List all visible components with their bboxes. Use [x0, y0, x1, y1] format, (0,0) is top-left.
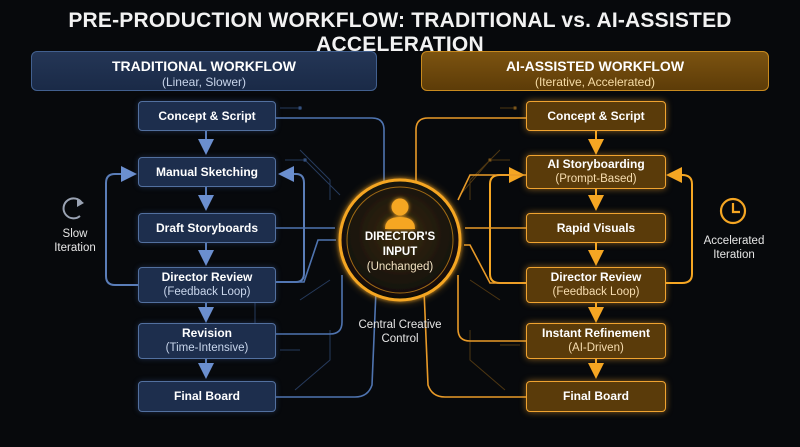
page-title: PRE-PRODUCTION WORKFLOW: TRADITIONAL vs.…	[68, 9, 732, 56]
ai-header: AI-ASSISTED WORKFLOW (Iterative, Acceler…	[421, 51, 769, 91]
director-hub	[338, 178, 462, 302]
director-hub-inner-ring	[346, 186, 454, 294]
slow-iteration-line2: Iteration	[54, 242, 96, 254]
ai-step-director-review: Director Review (Feedback Loop)	[526, 267, 666, 303]
clock-icon	[719, 197, 747, 225]
traditional-hub-connectors	[276, 117, 385, 398]
slow-iteration-label: Slow Iteration	[40, 227, 110, 255]
trad-step-draft-storyboards: Draft Storyboards	[138, 213, 276, 243]
ai-step-label: Director Review	[550, 270, 642, 284]
ai-step-sublabel: (Prompt-Based)	[555, 173, 637, 185]
trad-step-concept-script: Concept & Script	[138, 101, 276, 131]
trad-step-label: Revision	[181, 326, 232, 340]
accelerated-iteration-label: Accelerated Iteration	[696, 234, 772, 262]
slow-iteration-line1: Slow	[62, 228, 88, 240]
ai-hub-connectors	[415, 117, 526, 398]
person-icon	[385, 198, 415, 229]
ai-step-ai-storyboarding: AI Storyboarding (Prompt-Based)	[526, 155, 666, 189]
trad-step-label: Director Review	[161, 270, 253, 284]
ai-step-rapid-visuals: Rapid Visuals	[526, 213, 666, 243]
trad-step-final-board: Final Board	[138, 381, 276, 412]
ai-step-label: Concept & Script	[547, 108, 645, 123]
trad-step-label: Final Board	[173, 389, 240, 403]
accelerated-iteration-line1: Accelerated	[703, 235, 765, 247]
ai-step-label: Instant Refinement	[541, 326, 650, 340]
trad-step-revision: Revision (Time-Intensive)	[138, 323, 276, 359]
trad-step-label: Manual Sketching	[155, 164, 259, 179]
trad-step-manual-sketching: Manual Sketching	[138, 157, 276, 187]
traditional-subtitle: (Linear, Slower)	[161, 75, 247, 89]
director-input-line1: DIRECTOR'S	[364, 231, 436, 243]
central-control-line1: Central Creative	[358, 319, 442, 331]
trad-step-sublabel: (Feedback Loop)	[163, 286, 251, 298]
ai-step-label: Rapid Visuals	[556, 220, 636, 235]
traditional-title: TRADITIONAL WORKFLOW	[111, 58, 297, 74]
circuit-traces-left	[254, 106, 341, 391]
ai-step-label: Final Board	[562, 389, 629, 403]
circuit-traces-right	[459, 106, 520, 391]
director-input-note: (Unchanged)	[366, 261, 434, 273]
central-control-line2: Control	[381, 333, 419, 345]
trad-step-label: Draft Storyboards	[155, 220, 259, 235]
trad-step-sublabel: (Time-Intensive)	[165, 342, 249, 354]
ai-step-instant-refinement: Instant Refinement (AI-Driven)	[526, 323, 666, 359]
refresh-icon	[62, 197, 84, 220]
ai-step-final-board: Final Board	[526, 381, 666, 412]
ai-step-label: AI Storyboarding	[547, 157, 645, 171]
traditional-header: TRADITIONAL WORKFLOW (Linear, Slower)	[31, 51, 377, 91]
accelerated-iteration-line2: Iteration	[713, 249, 755, 261]
trad-step-label: Concept & Script	[158, 108, 256, 123]
trad-step-director-review: Director Review (Feedback Loop)	[138, 267, 276, 303]
ai-step-sublabel: (AI-Driven)	[568, 342, 624, 354]
central-control-caption: Central Creative Control	[340, 318, 460, 346]
director-input-line2: INPUT	[382, 246, 418, 258]
ai-step-concept-script: Concept & Script	[526, 101, 666, 131]
ai-title: AI-ASSISTED WORKFLOW	[505, 58, 685, 74]
ai-step-sublabel: (Feedback Loop)	[552, 286, 640, 298]
director-input-label: DIRECTOR'S INPUT (Unchanged)	[330, 230, 470, 275]
ai-subtitle: (Iterative, Accelerated)	[534, 75, 656, 89]
